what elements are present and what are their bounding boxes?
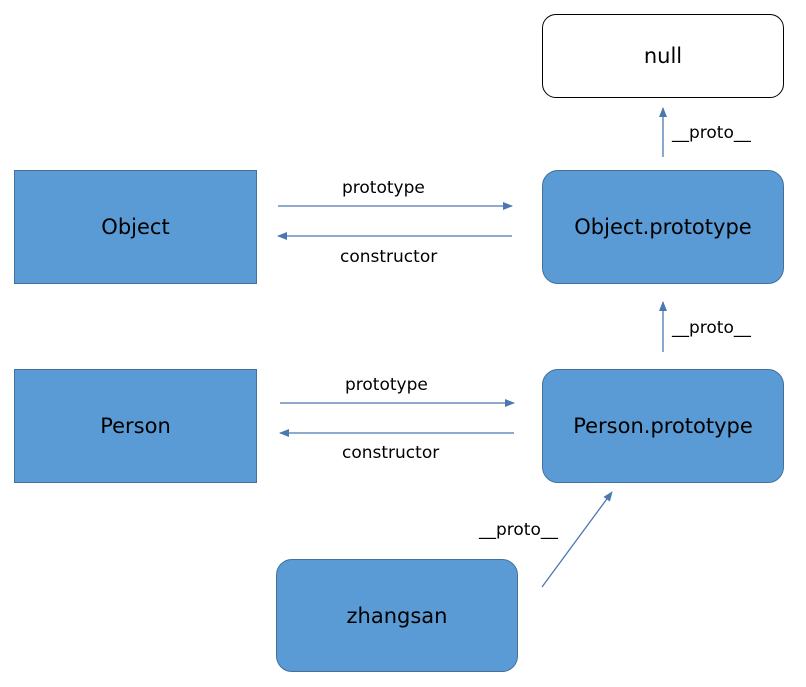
- person-prototype-node-label: Person.prototype: [573, 414, 753, 438]
- person-prototype-node: Person.prototype: [542, 369, 784, 483]
- person-prototype-edge-label: prototype: [345, 375, 428, 395]
- person-constructor-edge-label: constructor: [342, 443, 440, 463]
- object-constructor-edge-label: constructor: [340, 247, 438, 267]
- object-prototype-node-label: Object.prototype: [574, 215, 752, 239]
- zhangsan-to-person-prototype-arrow: [541, 491, 613, 588]
- null-node-label: null: [643, 44, 683, 68]
- object-proto-proto-edge-label: __proto__: [672, 123, 751, 143]
- null-node: null: [542, 14, 784, 98]
- person-node: Person: [14, 369, 257, 483]
- person-node-label: Person: [100, 414, 171, 438]
- object-node: Object: [14, 170, 257, 284]
- zhangsan-node: zhangsan: [276, 559, 518, 672]
- object-prototype-node: Object.prototype: [542, 170, 784, 284]
- object-prototype-edge-label: prototype: [342, 178, 425, 198]
- object-node-label: Object: [101, 215, 170, 239]
- zhangsan-node-label: zhangsan: [346, 603, 448, 628]
- person-proto-proto-edge-label: __proto__: [672, 318, 751, 338]
- zhangsan-proto-edge-label: __proto__: [479, 520, 558, 540]
